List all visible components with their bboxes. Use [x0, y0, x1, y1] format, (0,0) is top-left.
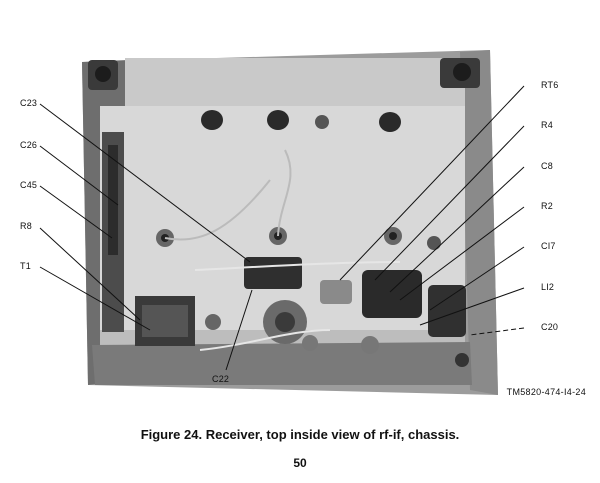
figure-caption: Figure 24. Receiver, top inside view of …	[140, 427, 460, 442]
callout-r8: R8	[20, 221, 32, 231]
callout-r2: R2	[541, 201, 553, 211]
callout-c26: C26	[20, 140, 38, 150]
callout-c45: C45	[20, 180, 38, 190]
chassis-photo	[39, 50, 525, 395]
callout-c23: C23	[20, 98, 38, 108]
callout-c22: C22	[212, 374, 230, 384]
callout-ci7: CI7	[541, 241, 556, 251]
callout-c8: C8	[541, 161, 553, 171]
callout-rt6: RT6	[541, 80, 559, 90]
figure-number: TM5820-474-I4-24	[506, 387, 586, 397]
callout-c20: C20	[541, 322, 559, 332]
page-number: 50	[293, 456, 307, 470]
callout-li2: LI2	[541, 282, 555, 292]
callout-r4: R4	[541, 120, 553, 130]
callout-t1: T1	[20, 261, 31, 271]
